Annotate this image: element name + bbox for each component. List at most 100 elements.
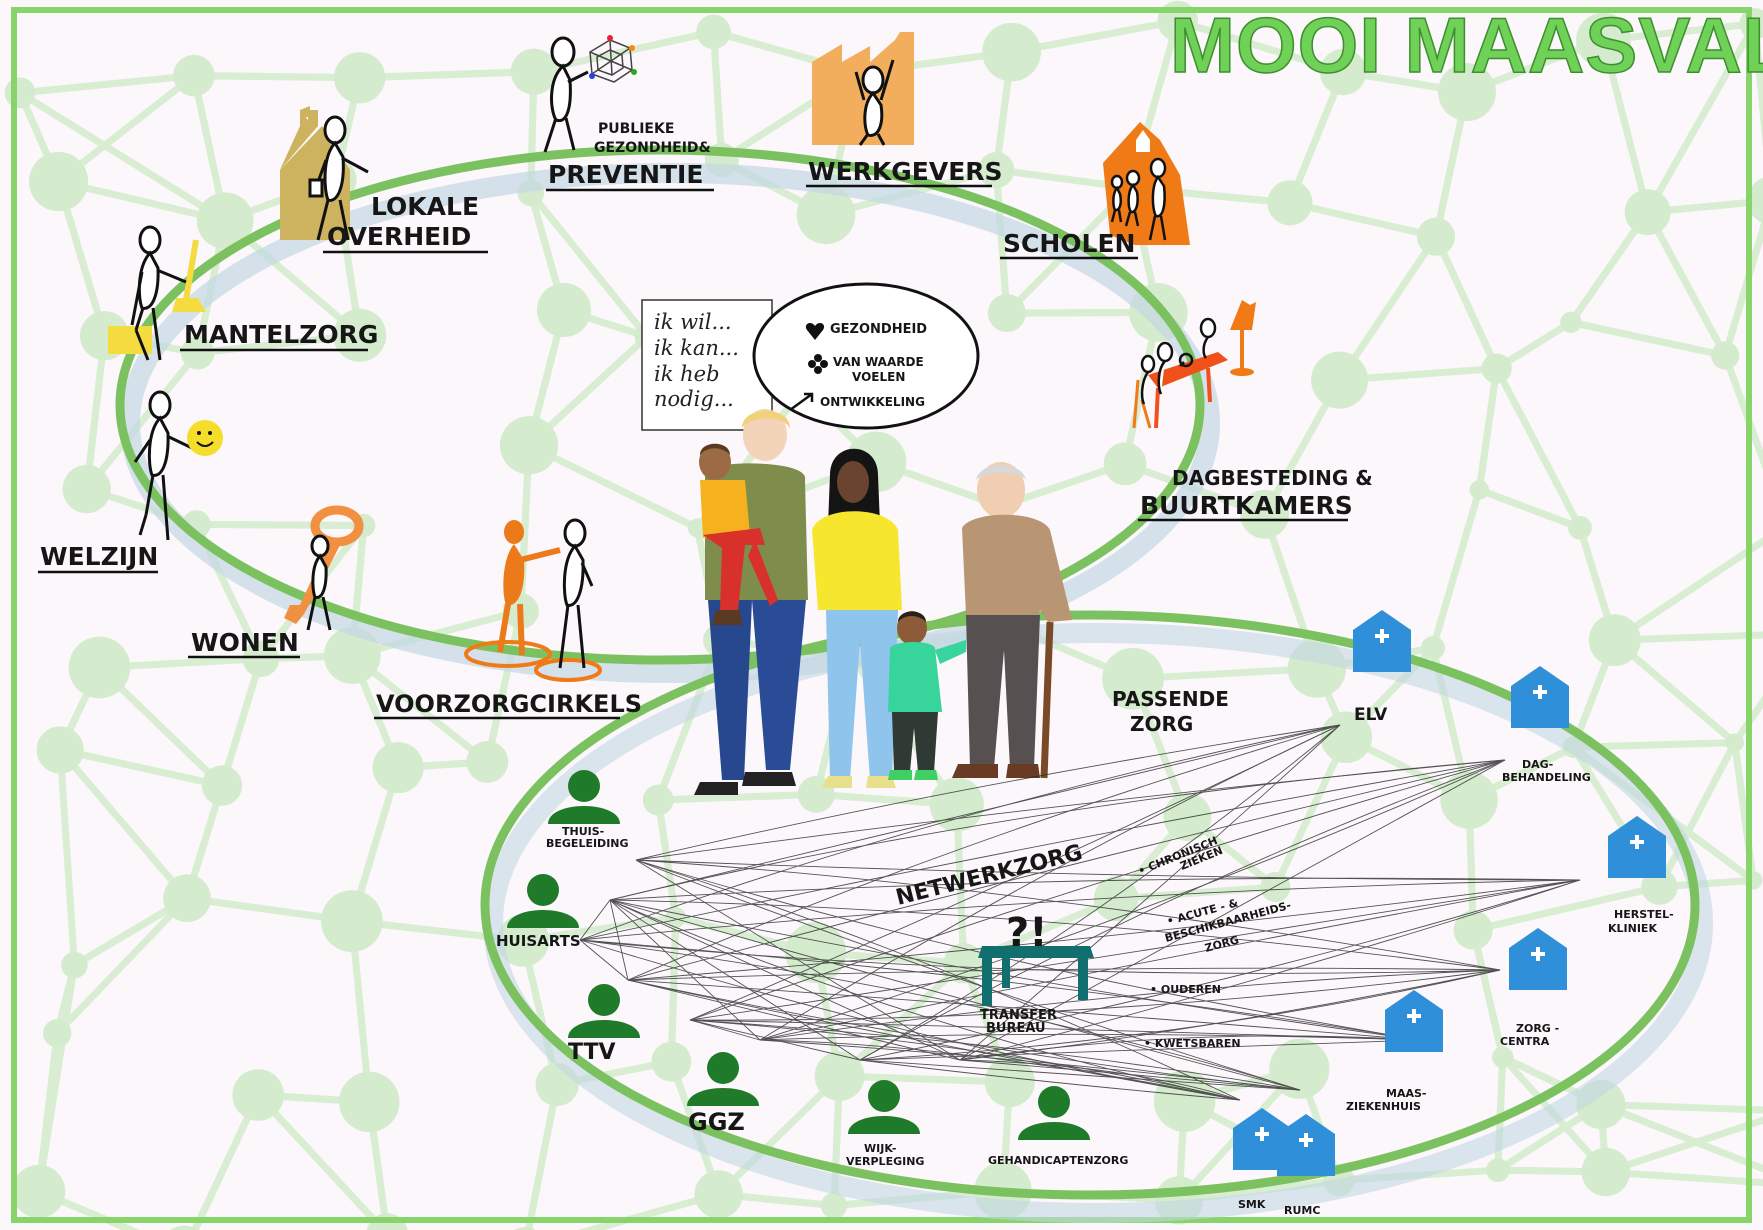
network-link <box>35 961 78 1195</box>
thuisbegeleiding-person-icon <box>548 770 620 824</box>
network-link <box>1112 883 1279 903</box>
network-link <box>525 441 701 532</box>
network-node <box>987 293 1026 333</box>
network-link <box>1655 739 1739 891</box>
key-icon <box>284 505 364 631</box>
network-link <box>1336 233 1440 384</box>
network-node <box>232 1069 284 1121</box>
network-strand <box>689 759 1506 1021</box>
network-node <box>642 784 674 816</box>
label-mantelzorg: MANTELZORG <box>184 320 378 349</box>
network-link <box>1721 352 1763 470</box>
network-strand <box>959 759 1506 1061</box>
network-node <box>68 636 131 699</box>
network-link <box>1475 365 1501 494</box>
label-ggz: GGZ <box>688 1108 745 1136</box>
network-node <box>242 640 280 678</box>
network-link <box>1175 1176 1343 1204</box>
network-link <box>654 796 680 921</box>
network-link <box>83 349 202 493</box>
network-strand <box>609 759 1506 901</box>
network-node <box>694 1170 743 1219</box>
network-strand <box>609 899 961 1061</box>
network-strand <box>959 969 1501 1061</box>
smk-building-icon <box>1233 1108 1291 1170</box>
network-link <box>218 655 265 790</box>
network-node <box>170 1225 199 1230</box>
network-strand <box>635 859 1501 971</box>
network-link <box>710 28 726 164</box>
wijkverpleging-person-icon <box>848 1080 920 1134</box>
network-link <box>836 959 968 1080</box>
network-link <box>1286 199 1440 241</box>
network-link <box>715 1072 844 1198</box>
label-buurtkamers: BUURTKAMERS <box>1140 491 1353 520</box>
network-link <box>1469 883 1663 934</box>
network-strand <box>959 1059 1241 1101</box>
network-node <box>173 54 215 97</box>
network-link <box>1600 36 1652 216</box>
network-strand <box>689 879 1581 1021</box>
network-node <box>1485 1158 1510 1183</box>
network-node <box>61 951 88 979</box>
network-node <box>1416 217 1456 256</box>
label-zorg: ZORG - <box>1516 1022 1559 1035</box>
network-node <box>943 943 984 984</box>
network-node <box>982 22 1041 82</box>
network-link <box>192 520 368 529</box>
network-strand <box>759 1033 1421 1041</box>
network-node <box>466 740 509 783</box>
network-node <box>180 336 215 370</box>
network-node <box>1103 442 1147 486</box>
network-strand <box>689 969 1501 1021</box>
network-node <box>196 192 254 249</box>
label-lokale: LOKALE <box>371 192 479 221</box>
network-node <box>1481 353 1512 384</box>
network-link <box>527 189 651 341</box>
network-strand <box>759 879 1581 1041</box>
network-node <box>339 1071 400 1133</box>
network-strand <box>635 724 1341 861</box>
network-node <box>1453 910 1493 950</box>
network-node <box>651 1041 692 1082</box>
wish-line-1: ik wil... <box>654 310 732 334</box>
herstelkliniek-building-icon <box>1608 816 1666 878</box>
network-node <box>323 627 381 684</box>
network-strand <box>627 967 1501 981</box>
network-strand <box>859 724 1341 1061</box>
network-link <box>83 332 109 493</box>
zorgcentra-building-icon <box>1509 928 1567 990</box>
network-strand <box>579 939 629 981</box>
network-link <box>348 651 491 766</box>
label-voorzorgcirkels: VOORZORGCIRKELS <box>376 690 642 718</box>
network-link <box>356 68 538 82</box>
network-node <box>1492 1046 1514 1068</box>
network-strand <box>959 1035 1421 1061</box>
label-gezondheid: GEZONDHEID& <box>594 140 711 156</box>
network-link <box>1597 1100 1763 1173</box>
smiley-icon <box>187 420 223 456</box>
network-link <box>190 72 364 82</box>
network-node <box>321 890 383 952</box>
network-link <box>1602 1168 1763 1187</box>
network-strand <box>579 879 1581 941</box>
network-node <box>1560 311 1582 334</box>
network-strand <box>959 1059 1301 1091</box>
network-node <box>1725 733 1744 752</box>
label-rumc: RUMC <box>1284 1204 1320 1217</box>
ggz-person-icon <box>687 1052 759 1106</box>
network-node <box>1711 341 1740 370</box>
network-strand <box>759 1039 1301 1091</box>
network-node <box>978 151 1015 188</box>
network-strand <box>609 899 1501 971</box>
network-node <box>1469 480 1489 500</box>
network-node <box>28 151 89 212</box>
network-node <box>163 874 211 923</box>
network-node <box>43 1019 72 1048</box>
network-link <box>1611 636 1739 747</box>
public-health-figure-icon <box>543 35 637 153</box>
label-welzijn: WELZIJN <box>40 542 158 571</box>
network-link <box>16 72 198 97</box>
care-network-web <box>579 724 1581 1101</box>
huisarts-person-icon <box>507 874 579 928</box>
